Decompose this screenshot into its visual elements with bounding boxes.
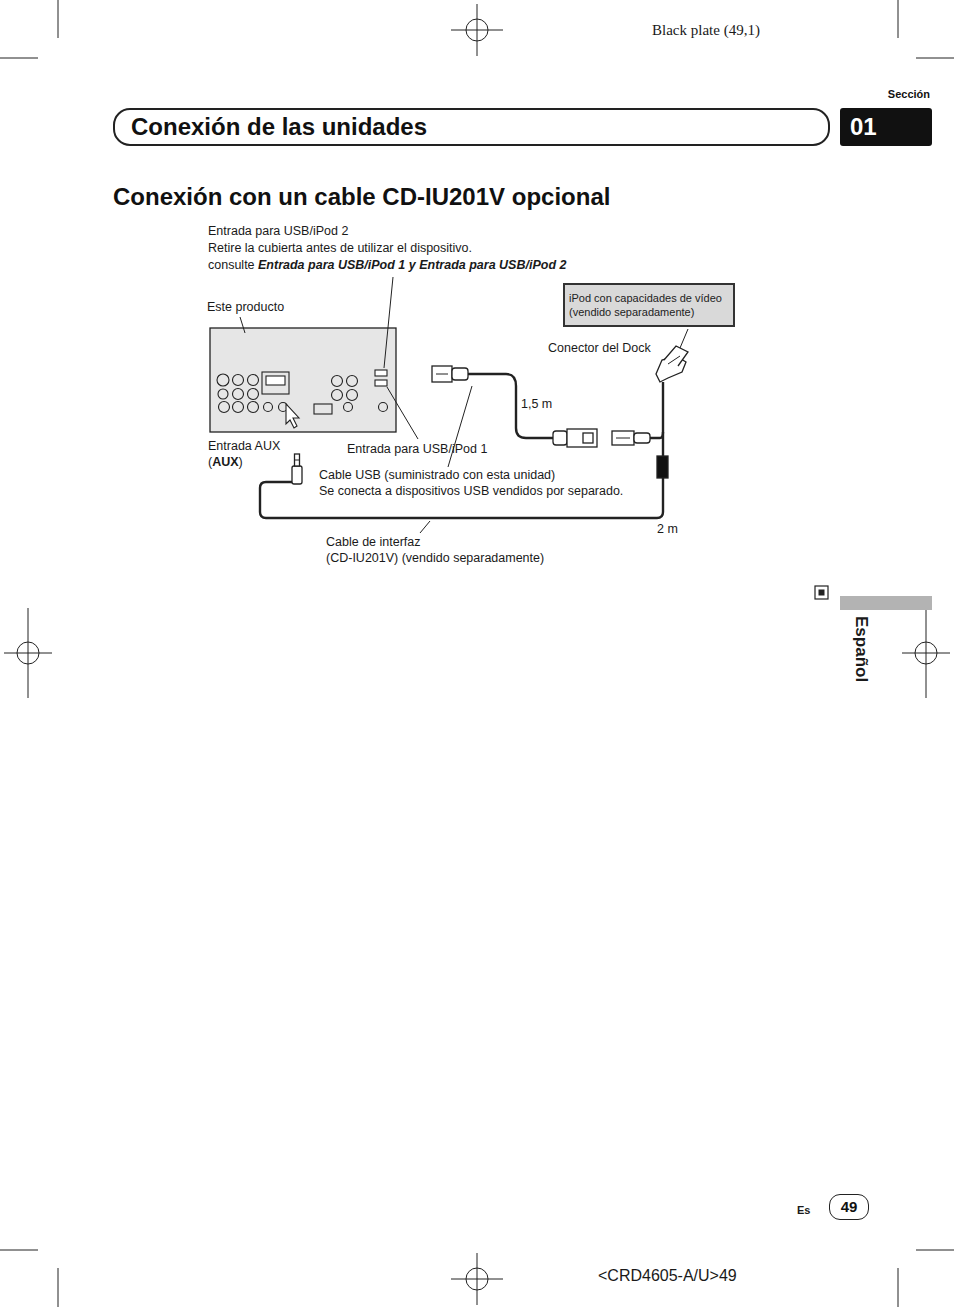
device-box: iPod con capacidades de vídeo (vendido s… [563,283,735,327]
cable-label: Cable de interfaz (CD-IU201V) (vendido s… [326,534,544,567]
plate-note: Black plate (49,1) [652,21,760,41]
dimension: 2 m [657,521,678,537]
section-heading: Conexión de las unidades [131,111,812,142]
header-bar: Conexión de las unidades [113,108,830,146]
tab-icon-dot [819,590,825,596]
head-unit [210,328,396,432]
dimension: 1,5 m [521,396,552,412]
document-code: <CRD4605-A/U>49 [598,1266,737,1287]
port-label: Entrada para USB/iPod 2 [208,223,348,239]
language-label: Español [851,616,870,682]
interface-cable [260,346,688,518]
tab-icon [815,586,828,599]
page-number-box: 49 [829,1194,869,1220]
connector-label: Conector del Dock [548,340,651,356]
input-label: Entrada AUX (AUX) [208,438,280,471]
device-label: iPod con capacidades de vídeo (vendido s… [569,291,729,320]
cable-label: Cable USB (suministrado con esta unidad)… [319,467,623,500]
port-label: Entrada para USB/iPod 1 [347,441,487,457]
language-tab [840,596,932,610]
reference-note: consulte Entrada para USB/iPod 1 y Entra… [208,257,566,273]
product-label: Este producto [207,299,284,315]
pointer-arrow [286,404,299,428]
page-number: 49 [838,1197,860,1217]
section-caption: Sección [888,87,930,101]
section-number: 01 [850,111,922,142]
section-box: Sección01 [840,108,932,146]
port-note: Retire la cubierta antes de utilizar el … [208,240,472,256]
usb-cable [432,366,597,447]
language-code: Es [797,1203,810,1217]
page-title: Conexión con un cable CD-IU201V opcional [113,181,610,212]
